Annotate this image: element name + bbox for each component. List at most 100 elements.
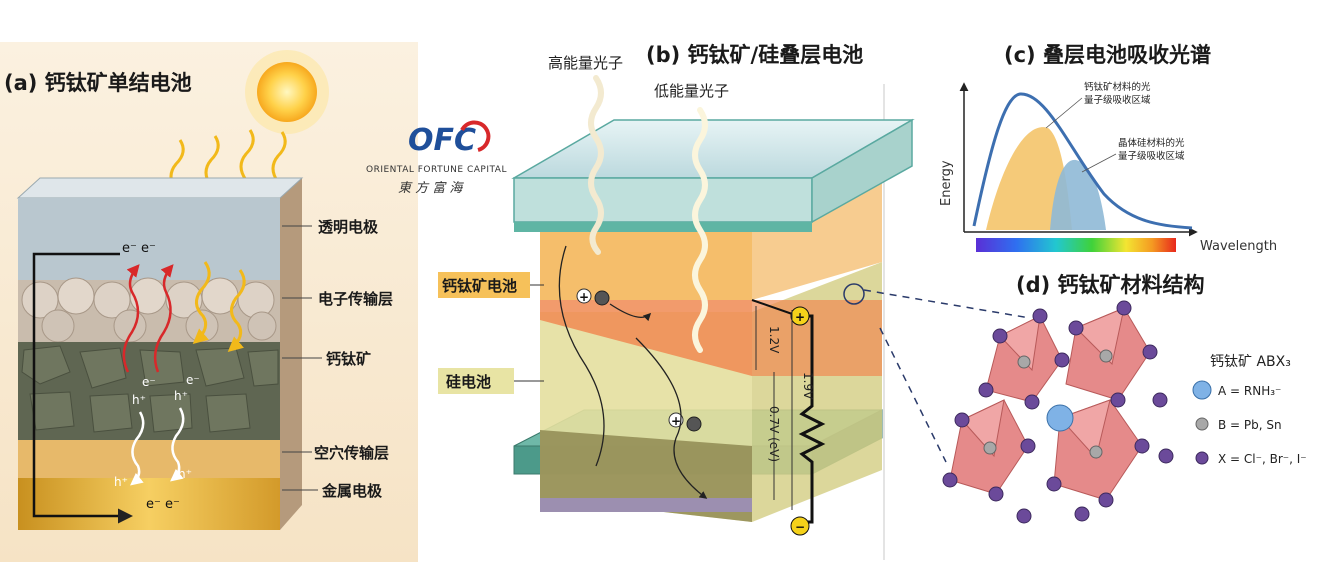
x-site-atom (942, 472, 958, 488)
logo-mark: OFC (408, 123, 476, 158)
b-site-atom (1017, 355, 1031, 369)
circuit-lead (751, 299, 799, 317)
x-site-atom (1074, 506, 1090, 522)
a-site-atom (1046, 404, 1074, 432)
anno-perovskite-1: 钙钛矿材料的光 (1084, 81, 1151, 93)
legend-x-label: X = Cl⁻, Br⁻, I⁻ (1218, 452, 1307, 466)
layer-transparent-electrode (18, 198, 280, 280)
hole-paths (130, 407, 185, 486)
anno-perovskite-leader (1045, 97, 1083, 129)
label-perovskite-cell: 钙钛矿电池 (442, 277, 517, 295)
panel-c-title: (c) 叠层电池吸收光谱 (1004, 43, 1211, 67)
logo-name: ORIENTAL FORTUNE CAPITAL (366, 165, 507, 175)
sun-icon (257, 62, 317, 122)
cell-a-top (16, 177, 304, 199)
hole-label: h⁺ (174, 389, 188, 403)
electron-paths (122, 264, 174, 373)
zoom-line-top (863, 289, 1031, 319)
anno-si-leader (1081, 153, 1117, 173)
electron-label-top: e⁻ e⁻ (122, 241, 156, 256)
current-arrow-icon (635, 337, 708, 499)
perovskite-side (752, 180, 882, 300)
perovskite-label-box (438, 272, 530, 298)
photon-low-label: 低能量光子 (654, 82, 729, 100)
panel-b: (b) 钙钛矿/硅叠层电池 高能量光子 低能量光子 + (438, 43, 1031, 560)
legend-b-swatch (1195, 417, 1209, 431)
octahedron-facet (1075, 307, 1125, 366)
current-arrow-icon (558, 245, 605, 467)
x-site-atom (1142, 344, 1158, 360)
glass-side (811, 118, 913, 224)
panel-a-title: (a) 钙钛矿单结电池 (4, 71, 192, 95)
legend-a-label: A = RNH₃⁻ (1218, 384, 1281, 398)
photon-arrow-icon (192, 261, 211, 344)
terminal-negative-icon (790, 516, 810, 536)
legend-x-swatch (1195, 451, 1209, 465)
electron-arrow-icon (122, 264, 140, 373)
perovskite-grains (21, 345, 279, 433)
voltage-total: 1.9V (801, 372, 815, 400)
current-arrow-icon (609, 303, 652, 322)
legend-b-label: B = Pb, Sn (1218, 418, 1282, 432)
voltage-brackets (755, 306, 793, 510)
photon-low-beam-icon (692, 107, 708, 353)
x-site-atoms (942, 300, 1174, 524)
electron-arrow-icon (153, 264, 174, 373)
hole-carrier-icon (576, 288, 592, 304)
x-site-atom (978, 382, 994, 398)
spectrum-bar (976, 238, 1176, 252)
perovskite-absorption-area (986, 127, 1072, 230)
b-site-atom (1099, 349, 1113, 363)
x-site-atom (1098, 492, 1114, 508)
octahedron-facet (961, 399, 1005, 458)
photon-arrow-icon (227, 269, 246, 352)
logo-cn: 東 方 富 海 (398, 180, 464, 196)
photon-paths (192, 261, 246, 352)
x-site-atom (1016, 508, 1032, 524)
electron-label-bottom: e⁻ e⁻ (146, 497, 180, 512)
b-site-atom (983, 441, 997, 455)
voltage-top: 1.2V (767, 326, 781, 354)
zoom-line-bottom (879, 327, 947, 463)
photon-beams (588, 75, 708, 353)
x-site-atom (1046, 476, 1062, 492)
x-site-atom (988, 486, 1004, 502)
silicon-bottom-contact (540, 498, 752, 512)
layer-metal-electrode (18, 478, 280, 530)
logo-swoosh-icon (460, 120, 491, 152)
label-electron-transport: 电子传输层 (318, 290, 393, 308)
hole-label: h⁺ (114, 475, 128, 489)
terminal-positive-icon (790, 306, 810, 326)
label-perovskite: 钙钛矿 (326, 350, 371, 368)
photon-high-label: 高能量光子 (548, 54, 623, 72)
photon-high-beam-icon (588, 75, 604, 255)
external-circuit (798, 314, 826, 524)
voltage-bottom: 0.7V (eV) (767, 406, 781, 462)
plus-sign: + (579, 290, 589, 304)
plus-sign: + (671, 414, 681, 428)
layer-hole-transport (18, 440, 280, 478)
x-site-atom (1110, 392, 1126, 408)
terminal-minus: − (795, 520, 805, 534)
anno-perovskite-2: 量子级吸收区域 (1084, 94, 1151, 106)
spectrum-curve (972, 92, 1193, 230)
label-silicon-cell: 硅电池 (446, 373, 491, 391)
label-metal-electrode: 金属电极 (321, 482, 383, 500)
panel-d: (d) 钙钛矿材料结构 (942, 273, 1307, 524)
x-site-atom (1116, 300, 1132, 316)
x-site-atom (1158, 448, 1174, 464)
x-site-atom (954, 412, 970, 428)
etl-spheres (21, 277, 277, 343)
x-site-atom (1032, 308, 1048, 324)
legend-title: 钙钛矿 ABX₃ (1210, 354, 1291, 370)
x-site-atom (1068, 320, 1084, 336)
panel-d-title: (d) 钙钛矿材料结构 (1016, 273, 1205, 297)
hole-carrier-icon (668, 412, 684, 428)
b-site-atoms (983, 349, 1113, 459)
layer-leaders (282, 225, 322, 491)
panel-a: (a) 钙钛矿单结电池 (0, 42, 418, 562)
hole-label: h⁺ (178, 467, 192, 481)
label-hole-transport: 空穴传输层 (314, 444, 389, 462)
axis-x-label: Wavelength (1200, 239, 1277, 254)
